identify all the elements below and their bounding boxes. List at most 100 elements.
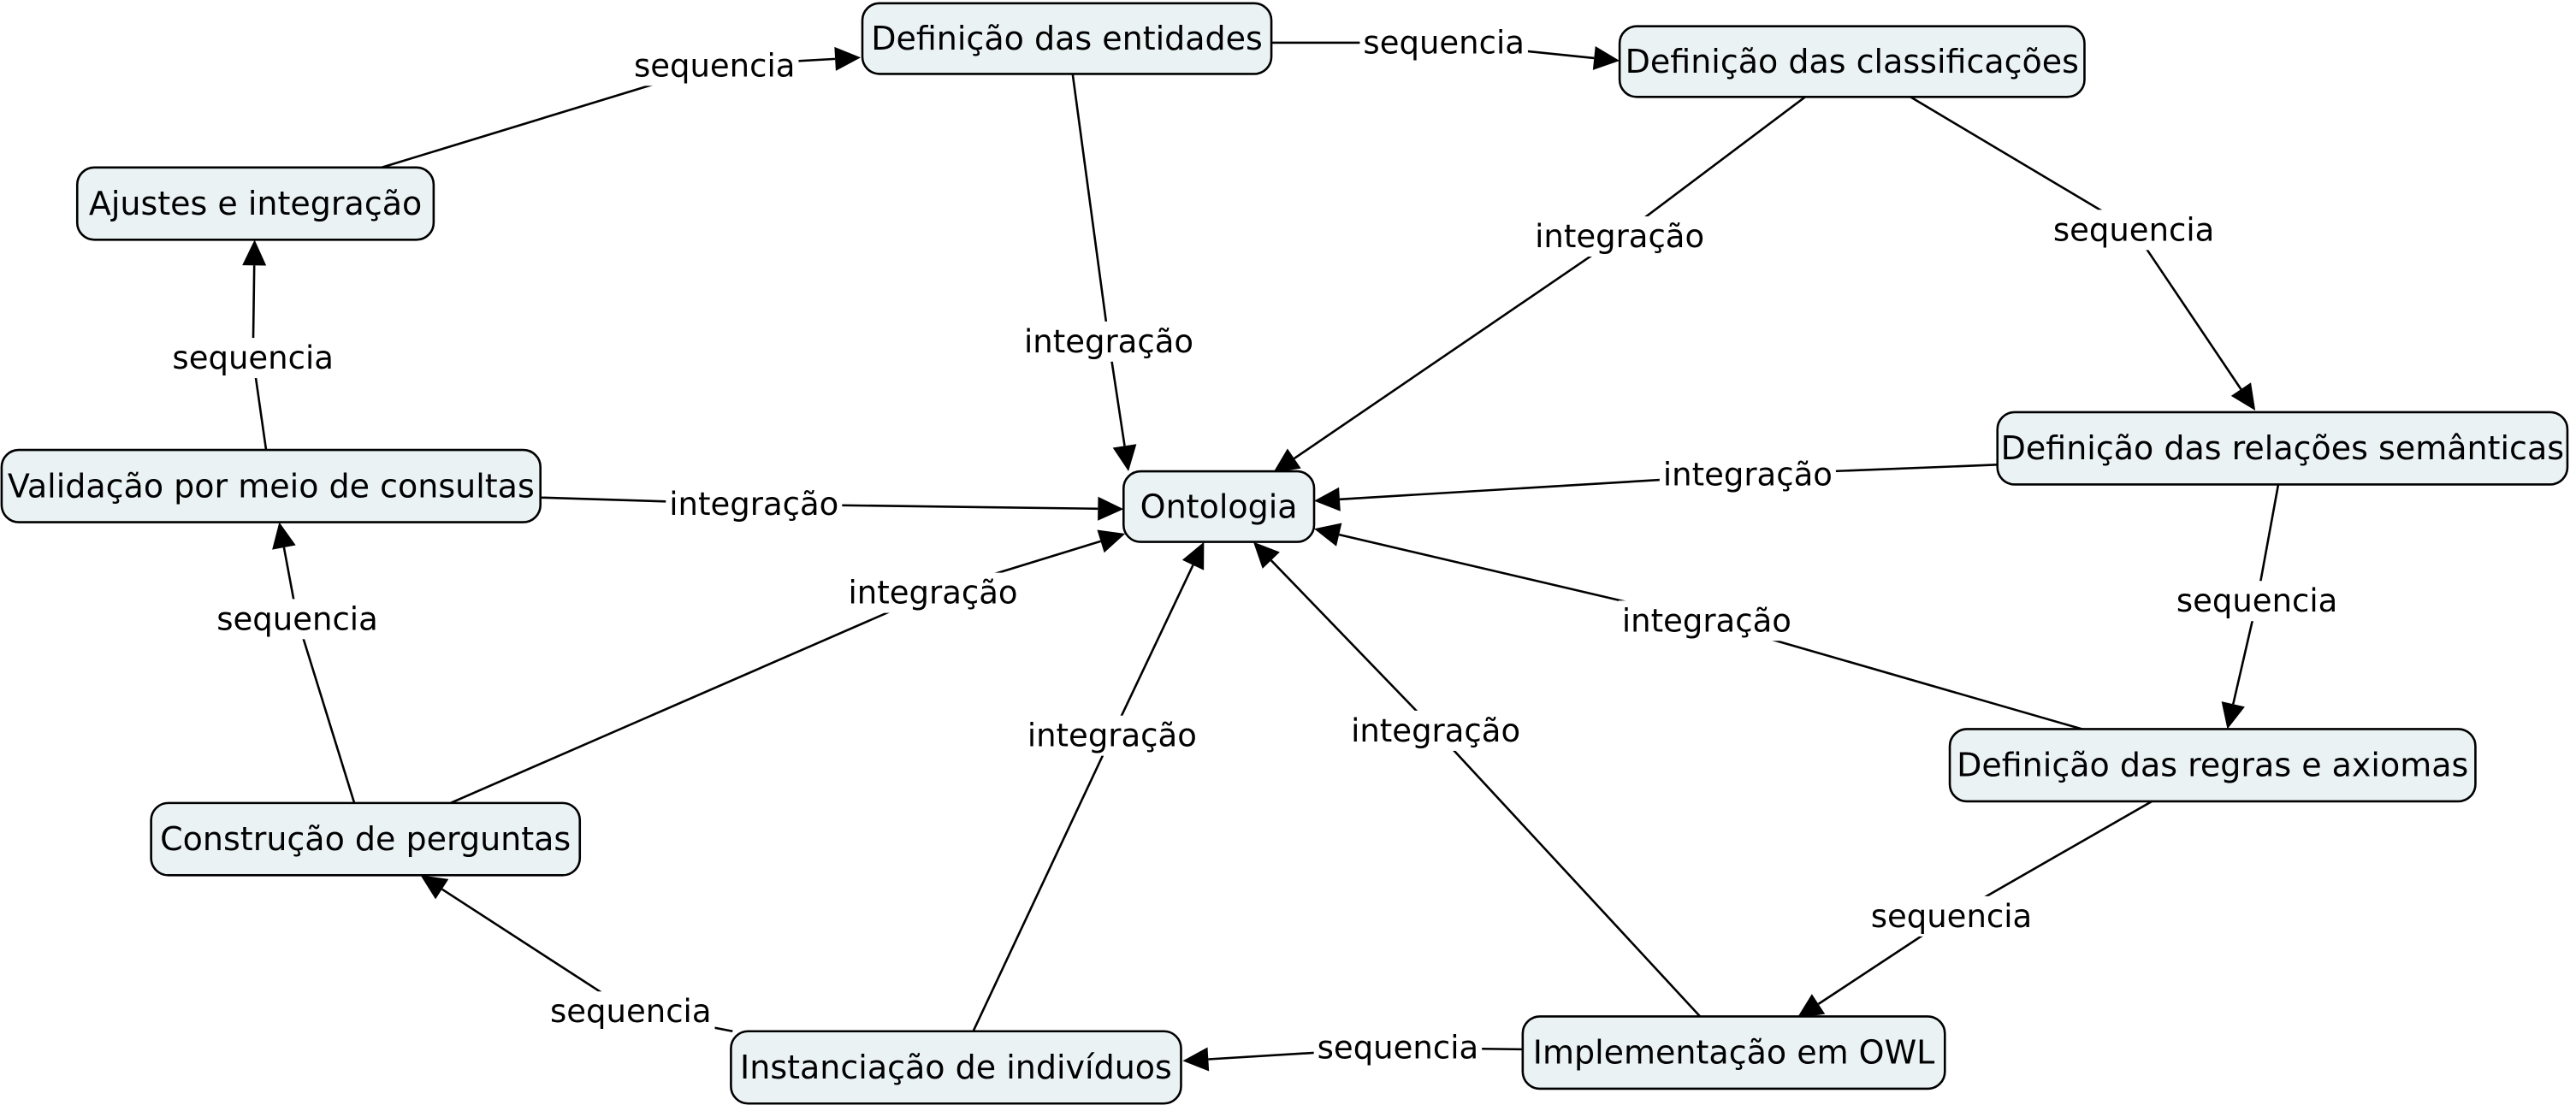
link-ajustes-to-entidades: sequencia xyxy=(376,45,862,171)
link-owl-to-ontologia: integração xyxy=(1252,541,1702,1018)
node-definicao-classificacoes[interactable]: Definição das classificações xyxy=(1618,25,2086,98)
arrow-head-icon xyxy=(2221,701,2245,730)
node-ontologia[interactable]: Ontologia xyxy=(1122,470,1316,543)
link-line-end xyxy=(1270,559,1437,732)
link-line-start xyxy=(1071,74,1110,342)
link-line-end xyxy=(441,888,631,1013)
arrow-head-icon xyxy=(834,46,862,71)
link-label-background xyxy=(1659,454,1836,495)
node-box[interactable] xyxy=(1996,411,2569,486)
link-label: integração xyxy=(669,486,838,523)
link-classificacoes-to-relacoes: sequencia xyxy=(1910,96,2256,411)
link-label: integração xyxy=(1351,712,1520,749)
link-regras-to-owl: sequencia xyxy=(1797,800,2153,1019)
link-label-background xyxy=(630,45,799,86)
node-definicao-relacoes[interactable]: Definição das relações semânticas xyxy=(1996,411,2569,486)
link-label: sequencia xyxy=(1363,24,1525,61)
link-regras-to-ontologia: integração xyxy=(1314,523,2088,732)
node-box[interactable] xyxy=(1948,728,2477,803)
node-box[interactable] xyxy=(1521,1015,1946,1090)
node-label: Ontologia xyxy=(1140,488,1298,525)
link-label: integração xyxy=(1024,323,1193,360)
arrow-head-icon xyxy=(242,239,267,266)
link-label: integração xyxy=(1622,602,1791,639)
arrow-head-icon xyxy=(1181,541,1205,570)
link-label-background xyxy=(1020,321,1198,362)
node-label: Instanciação de indivíduos xyxy=(740,1049,1172,1086)
node-ajustes[interactable]: Ajustes e integração xyxy=(75,166,435,241)
link-label-background xyxy=(1359,22,1528,63)
arrow-head-icon xyxy=(1273,448,1301,473)
arrow-head-icon xyxy=(2230,382,2256,411)
node-definicao-regras[interactable]: Definição das regras e axiomas xyxy=(1948,728,2477,803)
node-instanciacao[interactable]: Instanciação de indivíduos xyxy=(730,1030,1182,1105)
link-label-background xyxy=(1023,715,1200,756)
link-line-start xyxy=(296,618,356,806)
arrow-head-icon xyxy=(1797,994,1826,1019)
arrow-head-icon xyxy=(1592,46,1620,70)
node-definicao-entidades[interactable]: Definição das entidades xyxy=(861,2,1273,75)
link-relacoes-to-regras: sequencia xyxy=(2172,484,2342,730)
link-validacao-to-ajustes: sequencia xyxy=(169,239,337,451)
arrow-head-icon xyxy=(420,875,449,900)
node-label: Definição das relações semânticas xyxy=(2001,429,2564,467)
node-implementacao-owl[interactable]: Implementação em OWL xyxy=(1521,1015,1946,1090)
link-perguntas-to-ontologia: integração xyxy=(446,529,1126,806)
node-box[interactable] xyxy=(75,166,435,241)
node-label: Construção de perguntas xyxy=(160,820,571,858)
link-entidades-to-classificacoes: sequencia xyxy=(1271,22,1620,70)
link-label-background xyxy=(2172,581,2342,622)
node-label: Ajustes e integração xyxy=(89,185,422,222)
link-label-background xyxy=(1867,895,2036,937)
link-label-background xyxy=(213,599,382,640)
link-label: integração xyxy=(1663,456,1833,493)
arrow-head-icon xyxy=(272,522,296,550)
link-label-background xyxy=(844,572,1022,613)
link-label: sequencia xyxy=(2053,211,2215,248)
node-label: Definição das classificações xyxy=(1626,43,2079,80)
link-label-background xyxy=(169,338,337,379)
link-classificacoes-to-ontologia: integração xyxy=(1273,96,1806,473)
link-owl-to-instanciacao: sequencia xyxy=(1182,1027,1523,1072)
node-box[interactable] xyxy=(861,2,1273,75)
link-perguntas-to-validacao: sequencia xyxy=(213,522,382,806)
link-label: sequencia xyxy=(1318,1029,1479,1066)
arrow-head-icon xyxy=(1314,523,1342,547)
node-box[interactable] xyxy=(0,448,542,523)
link-label-background xyxy=(666,483,843,524)
link-label: sequencia xyxy=(216,600,378,637)
node-box[interactable] xyxy=(150,801,582,877)
link-line-end xyxy=(1110,564,1194,736)
node-validacao[interactable]: Validação por meio de consultas xyxy=(0,448,542,523)
link-entidades-to-ontologia: integração xyxy=(1020,74,1198,472)
node-box[interactable] xyxy=(1122,470,1316,543)
links-layer: sequencia sequencia sequencia sequencia sequ… xyxy=(169,22,2342,1072)
node-construcao-perguntas[interactable]: Construção de perguntas xyxy=(150,801,582,877)
link-label: integração xyxy=(849,575,1018,612)
node-label: Validação por meio de consultas xyxy=(8,467,535,505)
link-line-end xyxy=(1294,235,1620,460)
arrow-head-icon xyxy=(1182,1047,1210,1072)
link-label-background xyxy=(1531,216,1708,257)
link-label: sequencia xyxy=(634,47,796,84)
link-label: sequencia xyxy=(2176,582,2338,619)
arrow-head-icon xyxy=(1252,541,1280,569)
link-validacao-to-ontologia: integração xyxy=(540,483,1124,524)
link-label: integração xyxy=(1535,218,1704,255)
link-line-start xyxy=(971,735,1114,1034)
node-label: Implementação em OWL xyxy=(1533,1034,1935,1072)
arrow-head-icon xyxy=(1098,496,1124,521)
arrow-head-icon xyxy=(1097,529,1126,553)
link-relacoes-to-ontologia: integração xyxy=(1314,454,1998,511)
arrow-head-icon xyxy=(1314,487,1341,511)
link-label-background xyxy=(2049,210,2218,251)
link-line-start xyxy=(1910,96,2135,231)
link-label-background xyxy=(547,991,715,1032)
link-label: integração xyxy=(1027,718,1197,754)
link-line-start xyxy=(1435,730,1702,1018)
arrow-head-icon xyxy=(1112,444,1137,472)
node-box[interactable] xyxy=(1618,25,2086,98)
node-box[interactable] xyxy=(730,1030,1182,1105)
